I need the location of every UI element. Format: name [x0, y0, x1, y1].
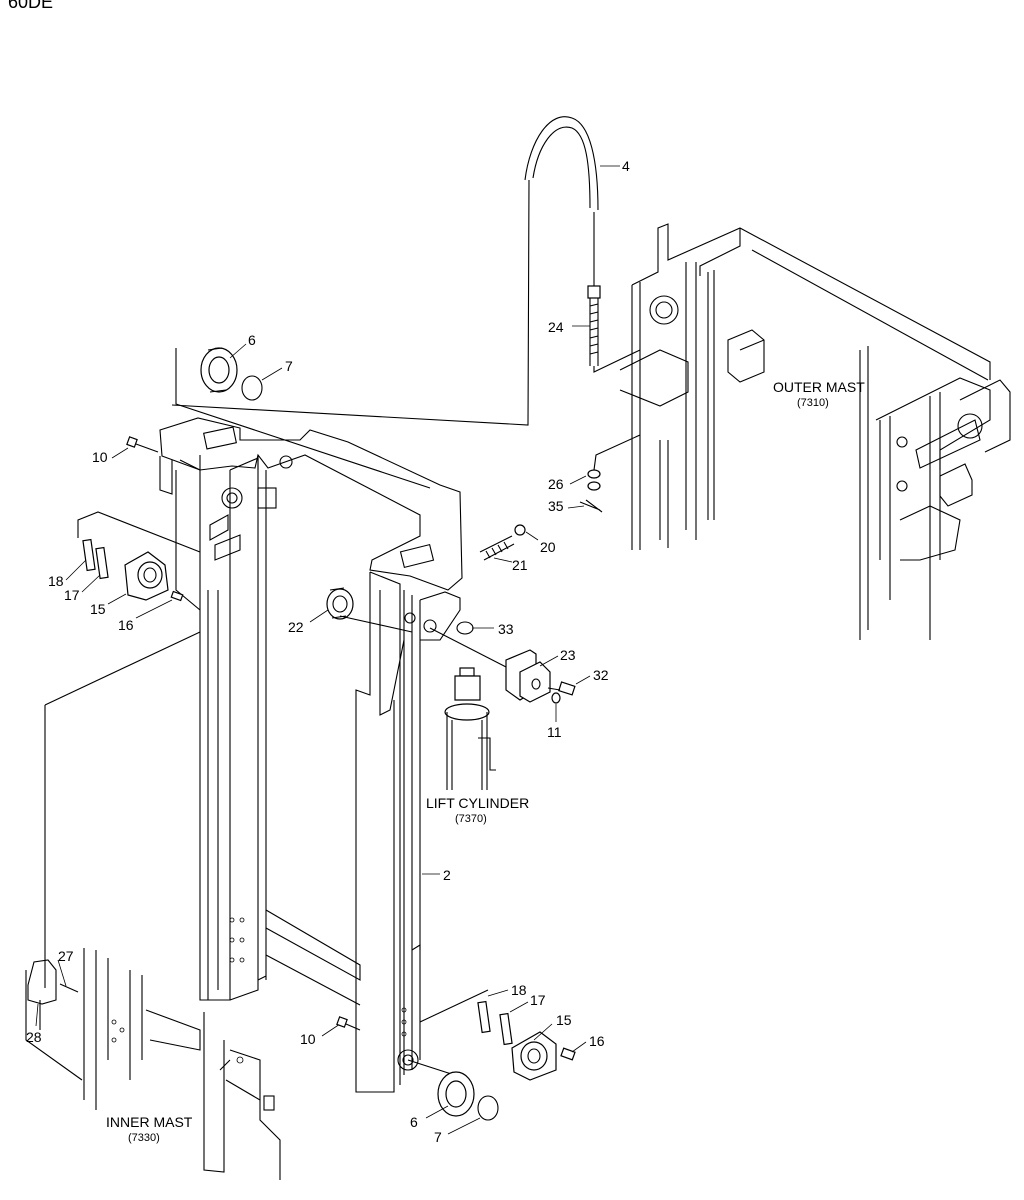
nut-26-pin-35	[579, 434, 641, 513]
callout-6-top: 6	[248, 332, 256, 348]
callout-32: 32	[593, 667, 609, 683]
leader-lines	[35, 165, 620, 1135]
callout-10-bottom: 10	[300, 1031, 316, 1047]
lift-cylinder-label: LIFT CYLINDER	[426, 795, 529, 811]
callout-7-bottom: 7	[434, 1129, 442, 1145]
outer-mast-label: OUTER MAST	[773, 379, 865, 395]
anchor-bolt-part	[587, 212, 641, 470]
inner-mast-code: (7330)	[128, 1132, 160, 1144]
ring-bottom	[477, 1095, 499, 1121]
bracket-23	[429, 627, 551, 703]
callout-17-right: 17	[530, 992, 546, 1008]
inner-mast-inset-drawing	[25, 631, 281, 1180]
lift-cylinder-code: (7370)	[455, 813, 487, 825]
side-roller-right	[419, 989, 576, 1081]
callout-21: 21	[512, 557, 528, 573]
washer-33	[456, 621, 474, 635]
page-title: 60DE	[8, 0, 54, 12]
callout-10-top: 10	[92, 449, 108, 465]
inner-mast-frame	[159, 417, 463, 1093]
inner-mast-label: INNER MAST	[106, 1114, 193, 1130]
callout-28: 28	[26, 1029, 42, 1045]
callout-33: 33	[498, 621, 514, 637]
roller-bearing-bottom	[407, 1059, 475, 1117]
bolt-32	[547, 681, 576, 696]
nut-11	[551, 692, 561, 704]
callout-16-left: 16	[118, 617, 134, 633]
callout-11: 11	[547, 724, 562, 740]
callout-27: 27	[58, 948, 74, 964]
callout-4: 4	[622, 158, 630, 174]
callout-26: 26	[548, 476, 564, 492]
callout-18-right: 18	[511, 982, 527, 998]
callout-16-right: 16	[589, 1033, 605, 1049]
outer-mast-code: (7310)	[797, 397, 829, 409]
bolt-20-21	[479, 524, 526, 561]
callout-18-left: 18	[48, 573, 64, 589]
callout-7-top: 7	[285, 358, 293, 374]
callout-22: 22	[288, 619, 304, 635]
outer-mast-drawing	[619, 223, 1011, 640]
callout-15-left: 15	[90, 601, 106, 617]
side-roller-left	[77, 511, 201, 602]
callout-35: 35	[548, 498, 564, 514]
callout-15-right: 15	[556, 1012, 572, 1028]
chain-part	[171, 116, 599, 426]
lift-cylinder-drawing	[444, 667, 496, 790]
callout-2: 2	[443, 867, 451, 883]
callout-numbers: 4 6 7 10 24 26 35 20 21 18 17 15 16 22 3…	[26, 158, 630, 1145]
callout-6-bottom: 6	[410, 1114, 418, 1130]
roller-bearing-top	[175, 347, 431, 489]
ring-top	[241, 375, 263, 401]
bolt-10-bottom	[336, 1016, 361, 1031]
callout-17-left: 17	[64, 587, 80, 603]
callout-20: 20	[540, 539, 556, 555]
callout-24: 24	[548, 319, 564, 335]
roller-22	[326, 587, 413, 633]
callout-23: 23	[560, 647, 576, 663]
bolt-10-top	[126, 436, 159, 453]
